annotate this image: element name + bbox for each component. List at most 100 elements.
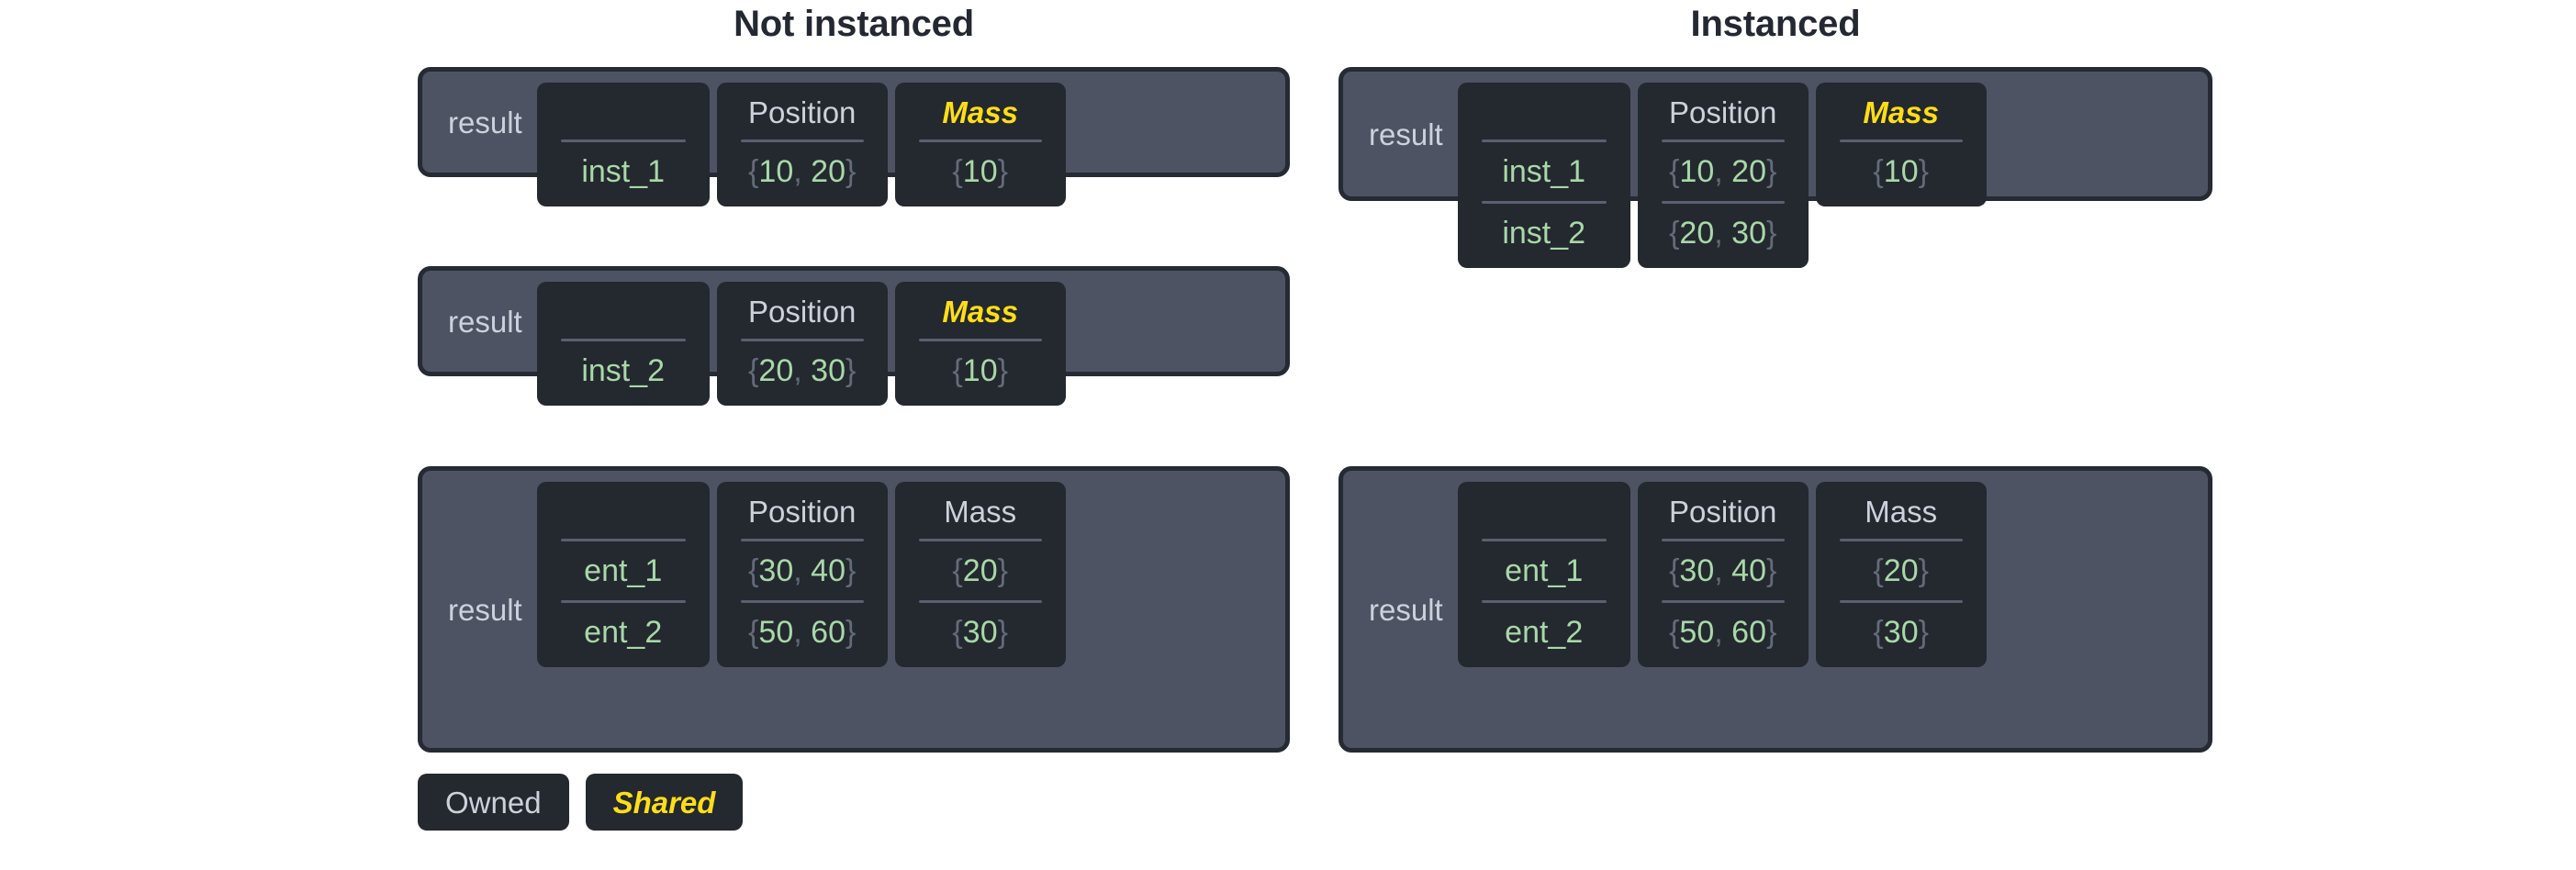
cell-mass: {10} <box>952 154 1008 189</box>
row-divider <box>1661 139 1785 142</box>
column-position: Position {20, 30} <box>716 282 888 406</box>
legend-chip-shared: Shared <box>585 774 744 831</box>
row-divider <box>740 539 864 541</box>
row-divider <box>740 139 864 142</box>
column-title-instanced: Instanced <box>1690 4 1861 44</box>
row-divider <box>560 600 686 603</box>
column-group: inst_1 inst_2 Position {10, 20} {20, 30} <box>1457 83 2197 268</box>
row-divider <box>560 139 686 142</box>
table-not-instanced-inst1: result inst_1 Position {10, 20} Mass <box>418 67 1290 206</box>
row-divider <box>1839 539 1963 541</box>
column-mass: Mass {10} <box>894 282 1066 406</box>
column-header-name <box>1458 88 1630 136</box>
panel-label-result: result <box>448 592 522 627</box>
table-row: ent_2 <box>1458 607 1630 658</box>
row-divider <box>1481 539 1607 541</box>
column-name: ent_1 ent_2 <box>536 482 710 667</box>
cell-position: {20, 30} <box>748 353 857 388</box>
cell-position: {50, 60} <box>748 615 857 650</box>
table-row: {20, 30} <box>1638 207 1809 259</box>
column-name: inst_2 <box>536 282 710 406</box>
column-header-position: Position <box>748 494 857 529</box>
table-row: ent_1 <box>1458 545 1630 597</box>
cell-entity-name: ent_1 <box>1505 553 1584 588</box>
cell-position: {20, 30} <box>1669 216 1777 251</box>
table-not-instanced-entities: result ent_1 ent_2 Position {30, 40} <box>418 466 1290 753</box>
table-row: inst_2 <box>1458 207 1630 259</box>
row-divider <box>740 600 864 603</box>
table-row: {10, 20} <box>1638 146 1809 197</box>
column-name: ent_1 ent_2 <box>1457 482 1630 667</box>
column-mass: Mass {10} <box>894 83 1066 206</box>
row-divider <box>740 339 864 341</box>
row-divider <box>918 600 1042 603</box>
column-position: Position {10, 20} <box>716 83 888 206</box>
column-group: inst_1 Position {10, 20} Mass {10} <box>536 83 1274 206</box>
cell-mass: {10} <box>952 353 1008 388</box>
table-row: {30} <box>1816 607 1987 658</box>
column-name: inst_1 <box>536 83 710 206</box>
table-row: inst_1 <box>1458 146 1630 197</box>
column-header-mass: Mass <box>1865 494 1938 529</box>
cell-entity-name: inst_1 <box>1502 154 1586 189</box>
column-position: Position {30, 40} {50, 60} <box>1637 482 1809 667</box>
cell-entity-name: inst_2 <box>1502 216 1586 251</box>
row-divider <box>1661 539 1785 541</box>
cell-position: {10, 20} <box>1669 154 1777 189</box>
panel-label-result: result <box>1369 592 1443 627</box>
table-row: {30} <box>895 607 1066 658</box>
panel-label-result: result <box>448 105 522 139</box>
column-position: Position {10, 20} {20, 30} <box>1637 83 1809 268</box>
cell-entity-name: ent_2 <box>584 615 663 650</box>
column-group: ent_1 ent_2 Position {30, 40} {50, 60} <box>1457 482 2197 667</box>
table-row: {20} <box>895 545 1066 597</box>
table-row: {30, 40} <box>717 545 888 597</box>
column-header-mass: Mass <box>944 494 1017 529</box>
column-header-position: Position <box>748 294 857 329</box>
table-instanced-entities: result ent_1 ent_2 Position {30, 40} <box>1338 466 2212 753</box>
panel-label-result: result <box>448 304 522 339</box>
row-divider <box>1839 600 1963 603</box>
row-divider <box>560 339 686 341</box>
cell-position: {50, 60} <box>1669 615 1777 650</box>
cell-position: {30, 40} <box>1669 553 1777 588</box>
table-row: {30, 40} <box>1638 545 1809 597</box>
row-divider <box>1839 139 1963 142</box>
column-header-mass: Mass <box>942 95 1018 129</box>
column-header-position: Position <box>748 95 857 129</box>
cell-mass: {20} <box>952 553 1008 588</box>
column-header-mass: Mass <box>1863 95 1939 129</box>
table-row: {50, 60} <box>1638 607 1809 658</box>
row-divider <box>1661 201 1785 204</box>
column-group: inst_2 Position {20, 30} Mass {10} <box>536 282 1274 406</box>
column-title-not-instanced: Not instanced <box>734 4 974 44</box>
cell-entity-name: ent_1 <box>584 553 663 588</box>
table-row: {20} <box>1816 545 1987 597</box>
row-divider <box>918 139 1042 142</box>
table-row: {10, 20} <box>717 146 888 197</box>
table-row: {10} <box>895 345 1066 396</box>
cell-position: {30, 40} <box>748 553 857 588</box>
legend-chip-owned: Owned <box>418 774 569 831</box>
row-divider <box>918 339 1042 341</box>
table-row: {50, 60} <box>717 607 888 658</box>
table-row: {20, 30} <box>717 345 888 396</box>
column-mass: Mass {20} {30} <box>1815 482 1987 667</box>
column-header-name <box>1458 487 1630 535</box>
cell-entity-name: ent_2 <box>1505 615 1584 650</box>
cell-mass: {30} <box>952 615 1008 650</box>
table-not-instanced-inst2: result inst_2 Position {20, 30} Mass <box>418 266 1290 406</box>
column-name: inst_1 inst_2 <box>1457 83 1630 268</box>
column-header-position: Position <box>1669 494 1777 529</box>
row-divider <box>560 539 686 541</box>
table-row: {10} <box>1816 146 1987 197</box>
table-row: inst_1 <box>537 146 710 197</box>
column-group: ent_1 ent_2 Position {30, 40} {50, 60} <box>536 482 1274 667</box>
column-position: Position {30, 40} {50, 60} <box>716 482 888 667</box>
column-header-name <box>537 487 710 535</box>
column-header-name <box>537 88 710 136</box>
row-divider <box>1481 139 1607 142</box>
cell-position: {10, 20} <box>748 154 857 189</box>
column-mass: Mass {10} <box>1815 83 1987 206</box>
